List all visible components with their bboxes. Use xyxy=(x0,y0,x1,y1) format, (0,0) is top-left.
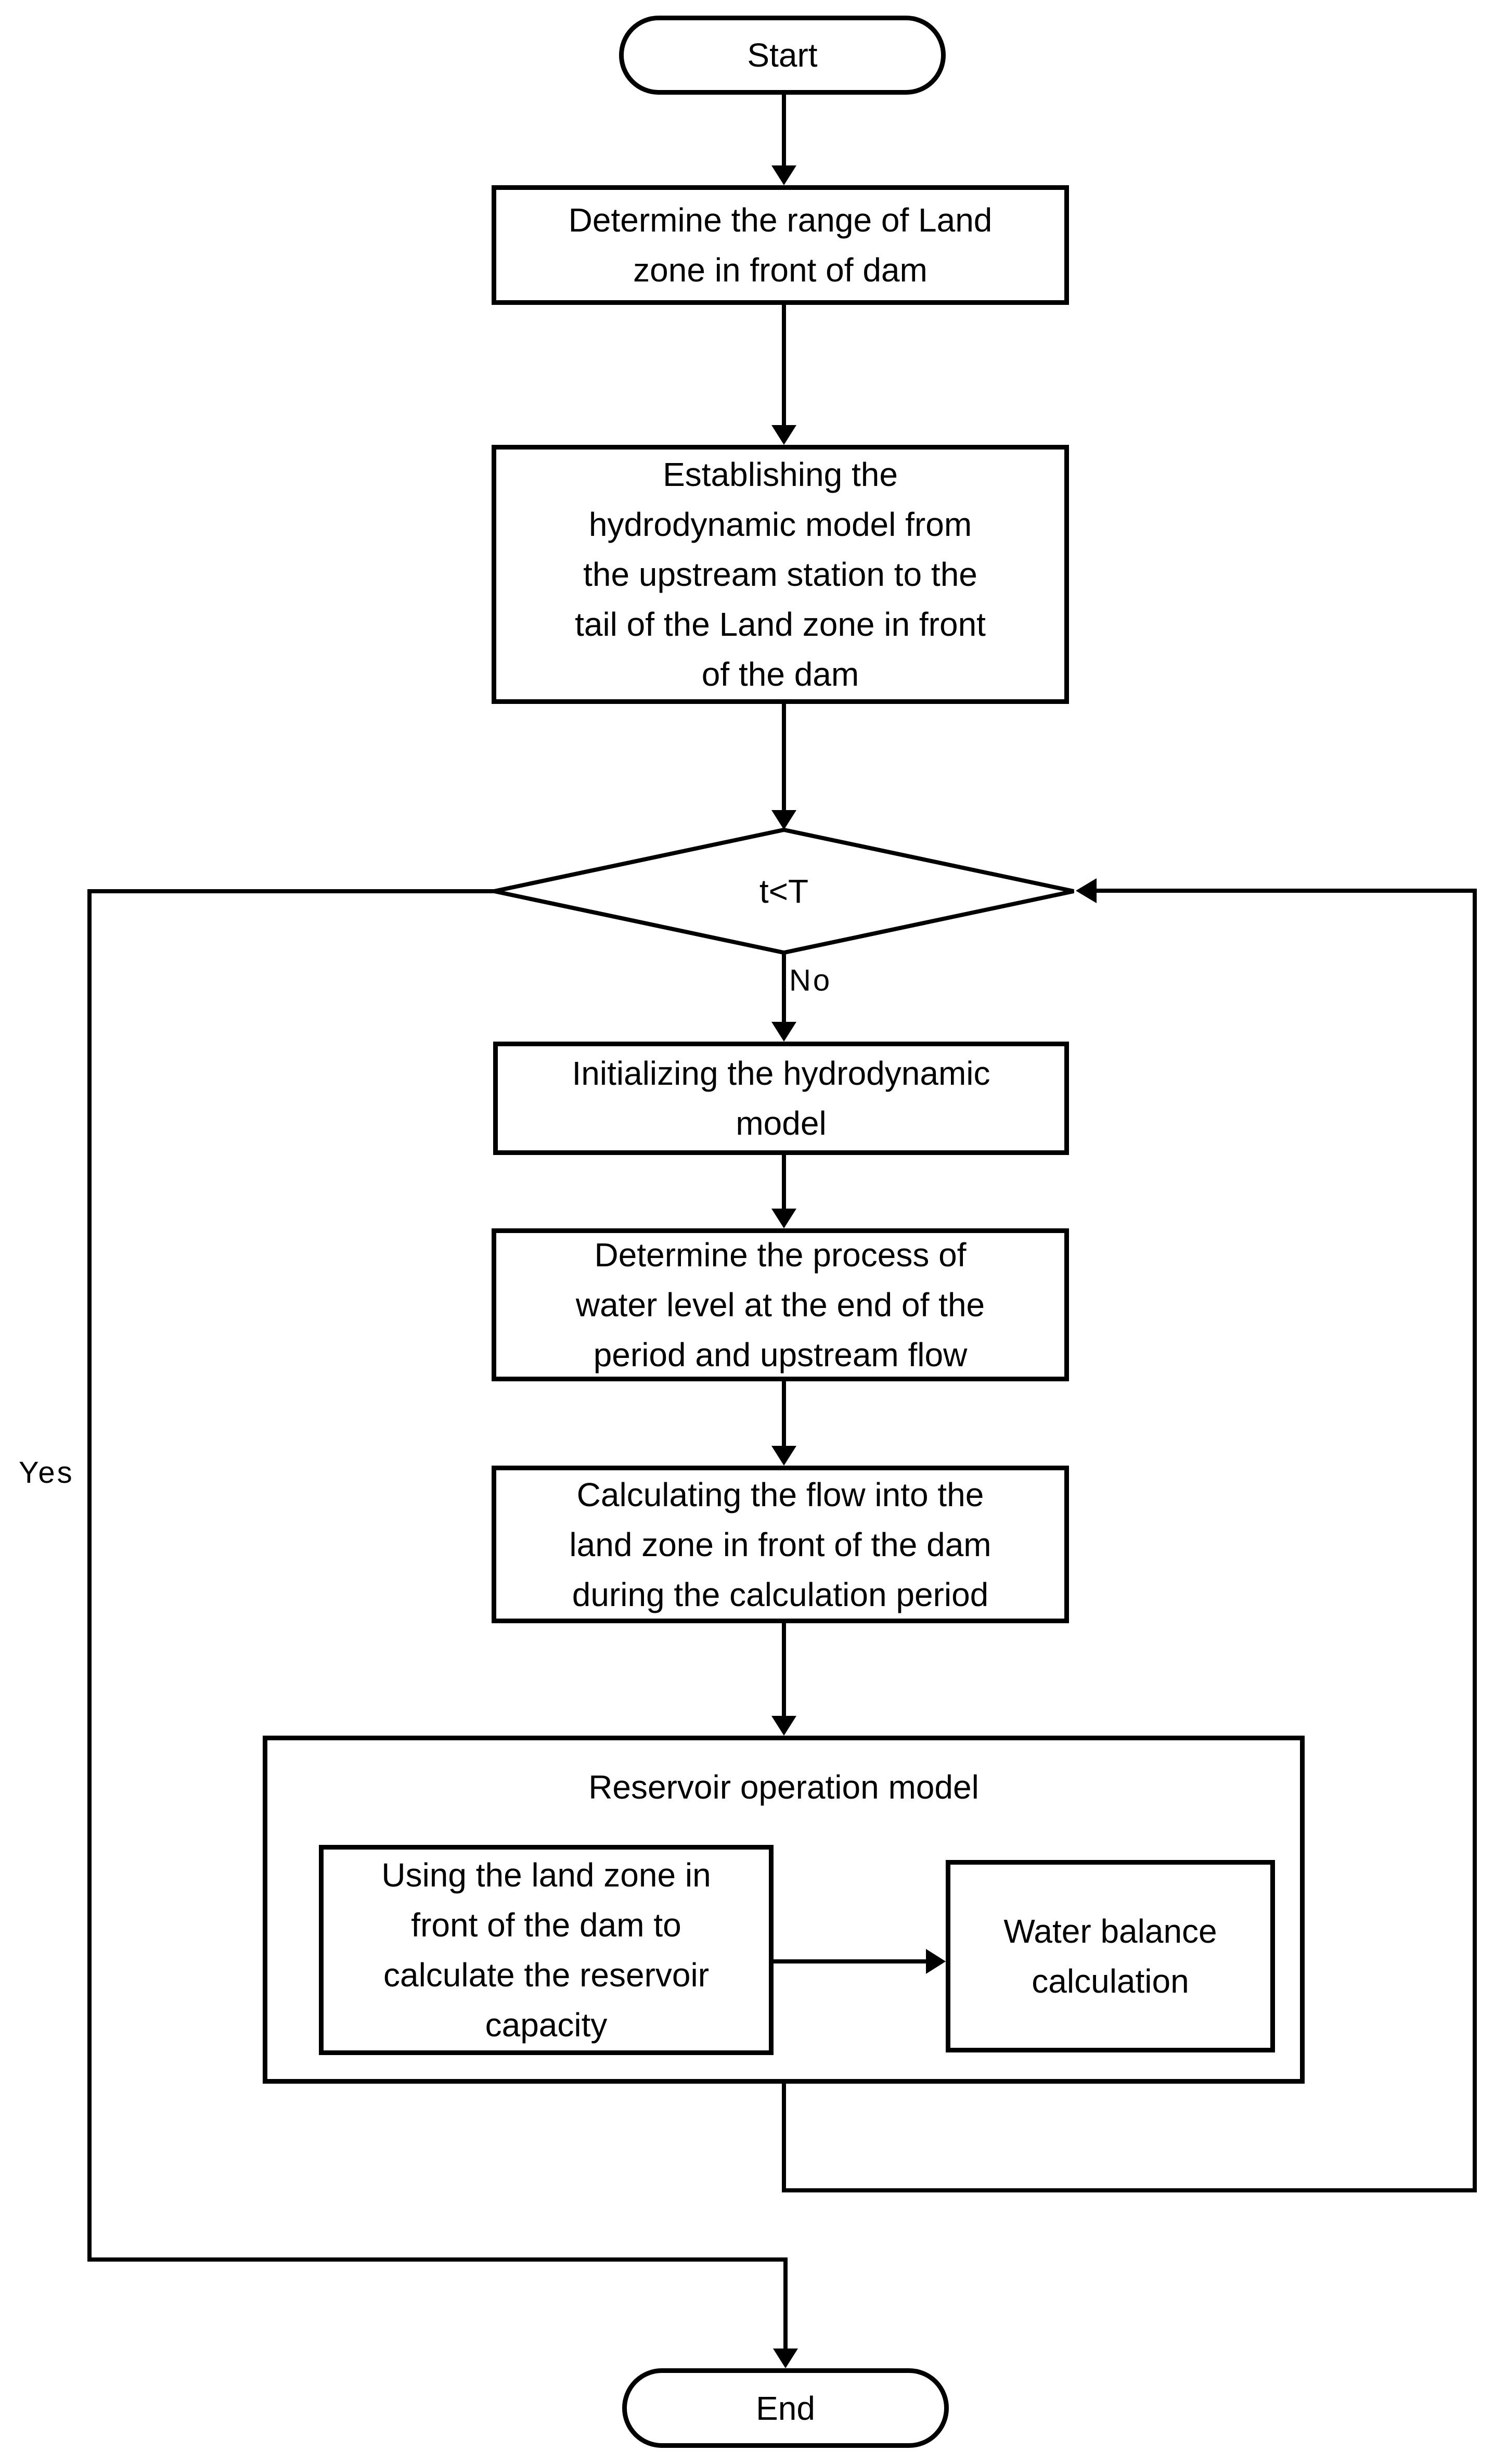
arrowhead-into-initialize xyxy=(771,1022,796,1042)
determine-water-level-label: Determine the process of water level at … xyxy=(575,1236,985,1374)
establish-model-node: Establishing the hydrodynamic model from… xyxy=(492,445,1069,704)
establish-model-label: Establishing the hydrodynamic model from… xyxy=(575,456,986,693)
decision-node-label: t<T xyxy=(759,872,809,910)
arrowhead-into-end xyxy=(773,2348,798,2368)
edge-label-no: No xyxy=(789,962,832,999)
start-node-label: Start xyxy=(747,36,818,74)
reservoir-group-title: Reservoir operation model xyxy=(588,1768,979,1806)
reservoir-group-box xyxy=(263,1736,1305,2084)
arrowhead-into-decision-top xyxy=(771,810,796,830)
arrowhead-into-determine-range xyxy=(771,165,796,185)
edge-label-yes: Yes xyxy=(19,1455,74,1491)
arrowhead-into-establish-model xyxy=(771,425,796,445)
calculate-flow-label: Calculating the flow into the land zone … xyxy=(569,1475,991,1613)
decision-diamond-shape xyxy=(494,827,1074,955)
end-node: End xyxy=(622,2368,949,2448)
water-balance-label: Water balance calculation xyxy=(1003,1913,1217,2000)
determine-water-level-node: Determine the process of water level at … xyxy=(492,1228,1069,1381)
arrowhead-into-reservoir-group xyxy=(771,1716,796,1736)
initialize-model-node: Initializing the hydrodynamic model xyxy=(493,1042,1069,1155)
determine-range-label: Determine the range of Land zone in fron… xyxy=(568,201,993,289)
edge-decision-yes-to-end xyxy=(87,889,788,2350)
determine-range-node: Determine the range of Land zone in fron… xyxy=(492,185,1069,305)
water-balance-node: Water balance calculation xyxy=(946,1860,1275,2052)
arrowhead-into-water-balance xyxy=(926,1949,946,1974)
using-land-zone-label: Using the land zone in front of the dam … xyxy=(381,1856,711,2044)
calculate-flow-node: Calculating the flow into the land zone … xyxy=(492,1466,1069,1623)
end-node-label: End xyxy=(756,2389,815,2427)
arrowhead-into-determine-water-level xyxy=(771,1209,796,1228)
using-land-zone-node: Using the land zone in front of the dam … xyxy=(319,1845,774,2055)
arrowhead-into-calculate-flow xyxy=(771,1446,796,1466)
arrowhead-into-decision-right xyxy=(1076,878,1097,903)
edge-loopback-to-decision xyxy=(782,889,1477,2192)
initialize-model-label: Initializing the hydrodynamic model xyxy=(572,1055,990,1142)
start-node: Start xyxy=(619,16,946,95)
